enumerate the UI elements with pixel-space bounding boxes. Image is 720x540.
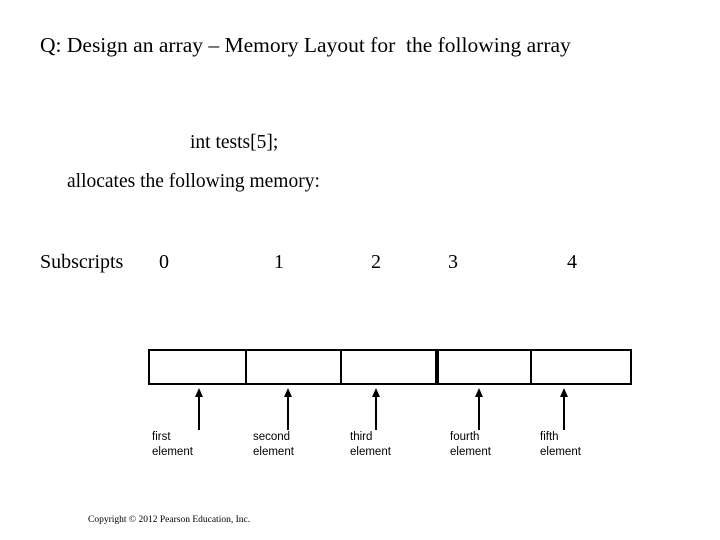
subscript-index-2: 2 — [371, 251, 381, 273]
allocates-description-text: allocates the following memory: — [67, 171, 320, 192]
subscript-index-4: 4 — [567, 251, 577, 273]
array-memory-layout — [148, 349, 632, 385]
element-label-0: first element — [152, 431, 193, 458]
array-cell-0 — [148, 349, 247, 385]
subscripts-label: Subscripts — [40, 251, 124, 273]
subscript-index-0: 0 — [159, 251, 169, 273]
array-cell-1 — [245, 349, 342, 385]
arrow-up-icon-2 — [370, 388, 382, 430]
arrow-up-icon-1 — [282, 388, 294, 430]
element-label-1: second element — [253, 431, 294, 458]
subscript-index-1: 1 — [274, 251, 284, 273]
code-declaration-text: int tests[5]; — [190, 132, 279, 153]
arrow-up-icon-4 — [558, 388, 570, 430]
page-title: Q: Design an array – Memory Layout for t… — [40, 33, 571, 57]
element-label-4: fifth element — [540, 431, 581, 458]
array-cell-3 — [437, 349, 532, 385]
element-label-2: third element — [350, 431, 391, 458]
array-cell-4 — [530, 349, 632, 385]
array-cell-2 — [340, 349, 437, 385]
element-label-3: fourth element — [450, 431, 491, 458]
subscript-index-3: 3 — [448, 251, 458, 273]
arrow-up-icon-3 — [473, 388, 485, 430]
arrow-up-icon-0 — [193, 388, 205, 430]
copyright-footer: Copyright © 2012 Pearson Education, Inc. — [88, 515, 251, 525]
